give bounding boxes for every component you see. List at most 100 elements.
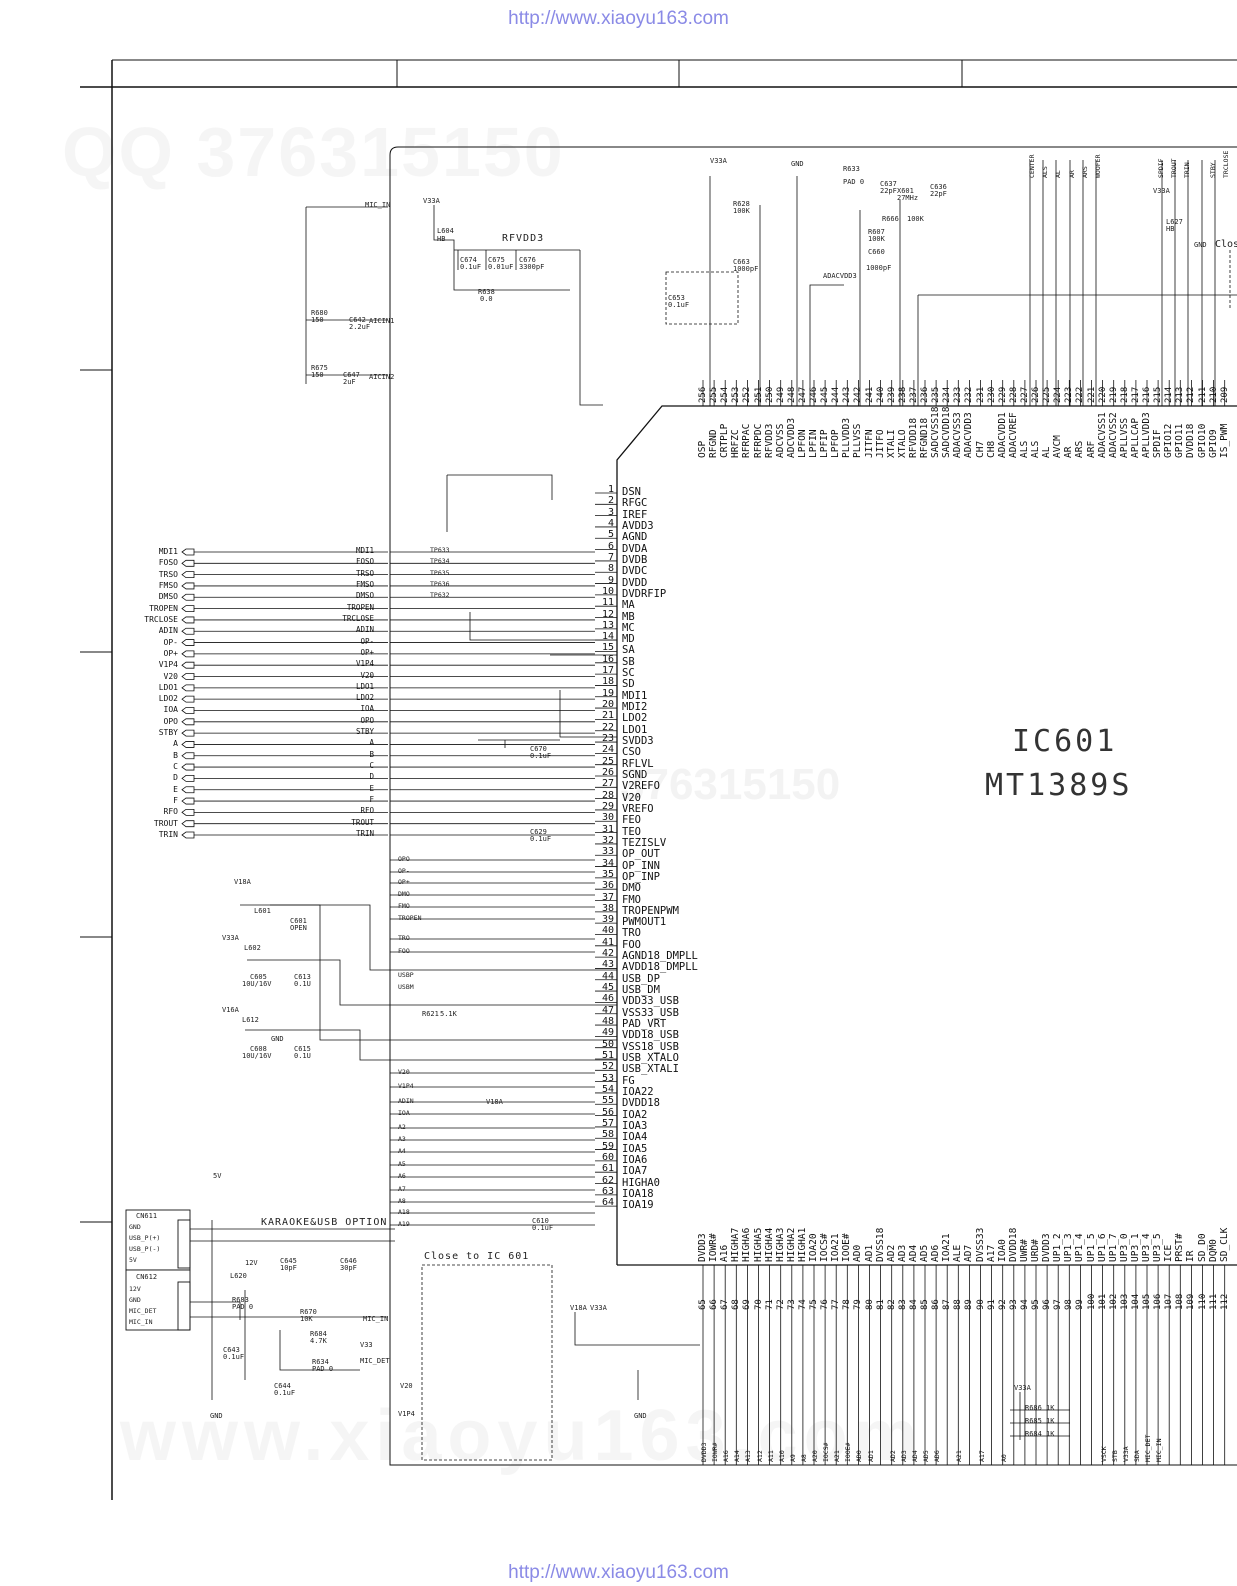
bottom-conn-label: AD0 [855, 1450, 864, 1462]
left-conn-label: E [369, 783, 374, 793]
v12-label: 12V [245, 1259, 258, 1267]
footer-url[interactable]: http://www.xiaoyu163.com [508, 1562, 729, 1583]
top-pin-name: SPDIF [1152, 429, 1164, 458]
bottom-pin-name: AD0 [852, 1244, 864, 1262]
left-pin-number: 57 [601, 1117, 614, 1129]
bottom-conn-label: DVDD3 [700, 1442, 708, 1462]
left-signal-label: IOA [163, 705, 178, 715]
bottom-pin-name: HIGHA7 [730, 1227, 742, 1262]
left-pin-name: SB [622, 655, 635, 668]
left-pin-name: USB_XTALI [622, 1063, 679, 1076]
top-pin-number: 235 [931, 386, 942, 403]
bottom-pin-name: IR [1185, 1250, 1197, 1262]
c645-value: 10pF [280, 1264, 297, 1272]
top-pin-name: ADACVDD3 [963, 412, 975, 458]
left-conn-label: V1P4 [355, 659, 374, 669]
top-pin-number: 234 [942, 386, 953, 403]
bottom-pin-name: IOA20 [808, 1233, 819, 1262]
r666-label: R666 [882, 215, 899, 223]
c629-label: C629 [530, 828, 547, 836]
left-signal-arrow [181, 797, 195, 805]
left-conn-label: V20 [360, 670, 374, 680]
bottom-pin-name: HIGHA6 [741, 1227, 753, 1262]
gnd-label-4: GND [1194, 241, 1207, 249]
top-pin-name: CH8 [985, 440, 997, 458]
top-pin-number: 241 [864, 386, 875, 403]
v1p4-label: V1P4 [398, 1410, 415, 1418]
v33a-label-6: V33A [1014, 1384, 1031, 1392]
left-conn-label: FOSO [355, 557, 374, 567]
top-pin-name: CRTPLP [719, 423, 731, 458]
top-conn-label: ALS [1041, 166, 1049, 178]
top-pin-name: ALS [1030, 440, 1041, 458]
bottom-pin-number: 95 [1031, 1299, 1041, 1310]
v20-label: V20 [400, 1382, 413, 1390]
bottom-pin-name: IOCS# [819, 1233, 831, 1262]
top-pin-name: GPIO10 [1196, 423, 1208, 458]
bottom-pin-number: 68 [731, 1299, 742, 1310]
upper-mid-conn-label: TRO [398, 934, 410, 942]
bottom-pin-name: HIGHA1 [796, 1227, 808, 1262]
left-pin-number: 38 [601, 902, 614, 914]
left-pin-number: 7 [607, 551, 614, 563]
v33a-label-5: V33A [590, 1304, 607, 1312]
top-pin-number: 227 [1019, 386, 1030, 403]
test-point-label: TP635 [430, 568, 450, 577]
cn612-pin-label: MIC_IN [129, 1318, 153, 1326]
bottom-pin-name: IOWR# [708, 1233, 720, 1262]
bottom-conn-label: A10 [777, 1450, 786, 1462]
left-signal-arrow [181, 605, 195, 612]
left-pin-name: VSS33_USB [622, 1006, 679, 1019]
mid-conn-label: A3 [398, 1135, 406, 1143]
top-pin-number: 225 [1042, 386, 1053, 403]
bottom-pin-number: 103 [1119, 1293, 1130, 1310]
top-pin-name: DVDD18 [1185, 423, 1197, 458]
left-signal-label: RFO [163, 807, 178, 817]
bottom-pin-name: HIGHA2 [785, 1227, 797, 1262]
left-pin-name: IOA5 [622, 1142, 648, 1155]
left-pin-name: V20 [622, 791, 641, 804]
bottom-conn-label: A21 [955, 1450, 964, 1462]
left-pin-name: VDD18_USB [622, 1029, 679, 1042]
c647-label: C647 [343, 371, 360, 379]
gnd-label-5: GND [634, 1412, 647, 1420]
c663-label: C663 [733, 258, 750, 266]
left-conn-label: LDO1 [355, 681, 374, 691]
bottom-pin-number: 96 [1042, 1299, 1053, 1310]
top-pin-number: 212 [1186, 386, 1197, 403]
left-pin-name: LDO2 [622, 712, 648, 725]
left-pin-number: 4 [607, 517, 614, 529]
bottom-pin-number: 77 [831, 1299, 842, 1310]
top-pin-number: 224 [1053, 386, 1064, 403]
left-pin-number: 3 [607, 506, 614, 518]
left-signal-label: STBY [158, 728, 178, 738]
left-pin-number: 61 [601, 1163, 614, 1175]
left-pin-number: 24 [601, 744, 614, 756]
left-pin-number: 17 [601, 665, 614, 677]
bottom-pin-number: 78 [842, 1299, 853, 1310]
bottom-pin-name: UP3_0 [1118, 1233, 1130, 1262]
top-conn-label: ARS [1081, 166, 1089, 178]
top-pin-number: 247 [797, 386, 808, 403]
header-url[interactable]: http://www.xiaoyu163.com [508, 8, 729, 29]
r683-label: R683 [232, 1296, 249, 1304]
r633-label: R633 [843, 165, 860, 173]
top-pin-number: 219 [1108, 386, 1119, 403]
left-conn-label: TROUT [351, 817, 374, 827]
left-signal-label: ADIN [158, 626, 178, 636]
bottom-pin-number: 85 [920, 1299, 930, 1310]
karaoke-label: KARAOKE&USB OPTION [261, 1217, 388, 1228]
top-conn-label: TRCLOSE [1222, 150, 1230, 178]
c636-label: C636 [930, 183, 947, 191]
left-pin-name: TRO [622, 927, 641, 940]
r685-label: R685 [1025, 1417, 1042, 1425]
l612-label: L612 [242, 1016, 259, 1024]
r621-label: R621 [422, 1010, 439, 1018]
left-signal-arrow [181, 718, 195, 726]
bottom-conn-label: A9 [788, 1454, 797, 1462]
left-pin-name: CSO [622, 746, 641, 759]
bottom-pin-number: 84 [908, 1299, 919, 1310]
v33a-label-3: V33A [710, 157, 727, 165]
top-pin-name: JITFO [874, 429, 886, 458]
bottom-pin-number: 65 [698, 1299, 708, 1310]
